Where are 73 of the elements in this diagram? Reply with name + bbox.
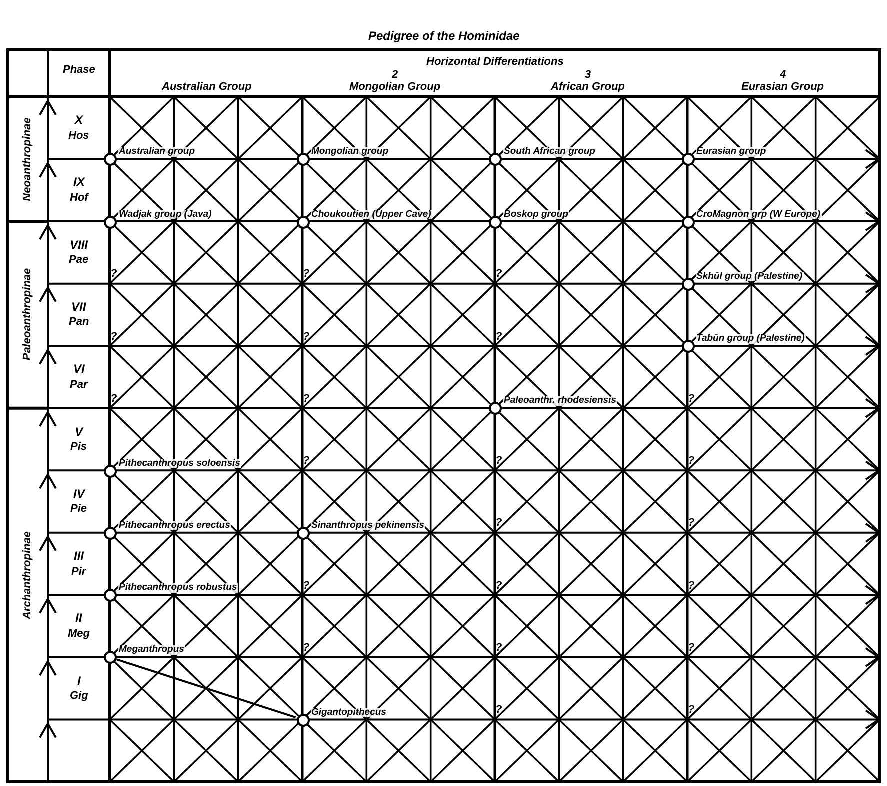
phase-numeral: VI — [74, 363, 85, 376]
question-mark: ? — [496, 269, 502, 280]
taxon-label: CroMagnon grp (W Europe) — [696, 210, 822, 220]
taxon-label: Boskop group — [503, 210, 570, 220]
group-number: 4 — [780, 70, 786, 80]
question-mark: ? — [303, 269, 310, 280]
phase-abbreviation: Pir — [72, 566, 86, 578]
taxon-label: Skhūl group (Palestine) — [696, 272, 804, 282]
question-mark: ? — [303, 332, 310, 343]
taxon-label: South African group — [503, 147, 596, 157]
phase-abbreviation: Hos — [68, 130, 90, 142]
question-mark: ? — [496, 518, 502, 530]
taxon-label: Paleoanthr. rhodesiensis — [503, 396, 618, 406]
taxon-label: Australian group — [118, 147, 196, 157]
phase-numeral: IX — [74, 176, 85, 188]
question-mark: ? — [110, 269, 118, 280]
taxon-label: Meganthropus — [118, 645, 186, 655]
taxon-label: Mongolian group — [310, 147, 390, 157]
question-mark: ? — [496, 642, 502, 654]
question-mark: ? — [688, 456, 695, 468]
question-mark: ? — [303, 456, 310, 468]
question-mark: ? — [496, 456, 502, 468]
taxon-label: Eurasian group — [696, 147, 768, 157]
phase-numeral: IV — [74, 488, 85, 500]
connector-line — [116, 658, 296, 719]
column-header: Horizontal Differentiations — [426, 56, 564, 68]
taxon-label: Tabūn group (Palestine) — [696, 334, 806, 344]
diagram-title: Pedigree of the Hominidae — [368, 30, 520, 42]
group-number: 2 — [392, 70, 398, 80]
phase-numeral: VII — [72, 300, 86, 313]
group-header: Australian Group — [162, 82, 252, 92]
phase-abbreviation: Pan — [69, 317, 90, 328]
phase-numeral: V — [75, 426, 84, 438]
group-header: Eurasian Group — [742, 82, 824, 92]
phase-abbreviation: Pie — [70, 504, 88, 516]
question-mark: ? — [110, 394, 118, 405]
question-mark: ? — [688, 705, 695, 716]
question-mark: ? — [303, 580, 310, 592]
subfamily-label: Neoanthropinae — [22, 117, 34, 202]
question-mark: ? — [303, 642, 310, 654]
question-mark: ? — [303, 394, 310, 405]
phase-abbreviation: Hof — [70, 192, 88, 204]
phase-numeral: I — [78, 674, 81, 687]
phase-abbreviation: Pae — [69, 255, 89, 266]
taxon-label: Pithecanthropus soloensis — [118, 458, 242, 468]
question-mark: ? — [688, 642, 695, 654]
taxon-label: Gigantopithecus — [310, 708, 388, 718]
phase-numeral: III — [74, 550, 84, 562]
phase-abbreviation: Pis — [70, 442, 88, 453]
group-header: Mongolian Group — [350, 82, 441, 92]
question-mark: ? — [496, 580, 502, 592]
phase-numeral: X — [75, 114, 84, 126]
taxon-label: Wadjak group (Java) — [118, 210, 213, 220]
question-mark: ? — [110, 332, 118, 343]
question-mark: ? — [688, 518, 695, 530]
group-number: 3 — [585, 70, 592, 80]
question-mark: ? — [496, 332, 502, 343]
phase-numeral: VIII — [70, 238, 88, 251]
phase-numeral: II — [76, 612, 82, 624]
group-header: African Group — [551, 82, 625, 92]
phase-abbreviation: Par — [70, 380, 88, 391]
question-mark: ? — [688, 580, 695, 592]
taxon-label: Choukoutien (Upper Cave) — [310, 210, 432, 220]
subfamily-label: Archanthropinae — [22, 531, 34, 620]
phase-abbreviation: Meg — [68, 628, 90, 640]
phase-abbreviation: Gig — [70, 691, 88, 702]
taxon-label: Sinanthropus pekinensis — [310, 520, 426, 530]
subfamily-label: Paleoanthropinae — [22, 268, 34, 362]
question-mark: ? — [688, 394, 695, 405]
taxon-label: Pithecanthropus robustus — [118, 583, 238, 593]
taxon-label: Pithecanthropus erectus — [118, 520, 232, 530]
question-mark: ? — [496, 705, 502, 716]
phase-header: Phase — [63, 64, 96, 76]
